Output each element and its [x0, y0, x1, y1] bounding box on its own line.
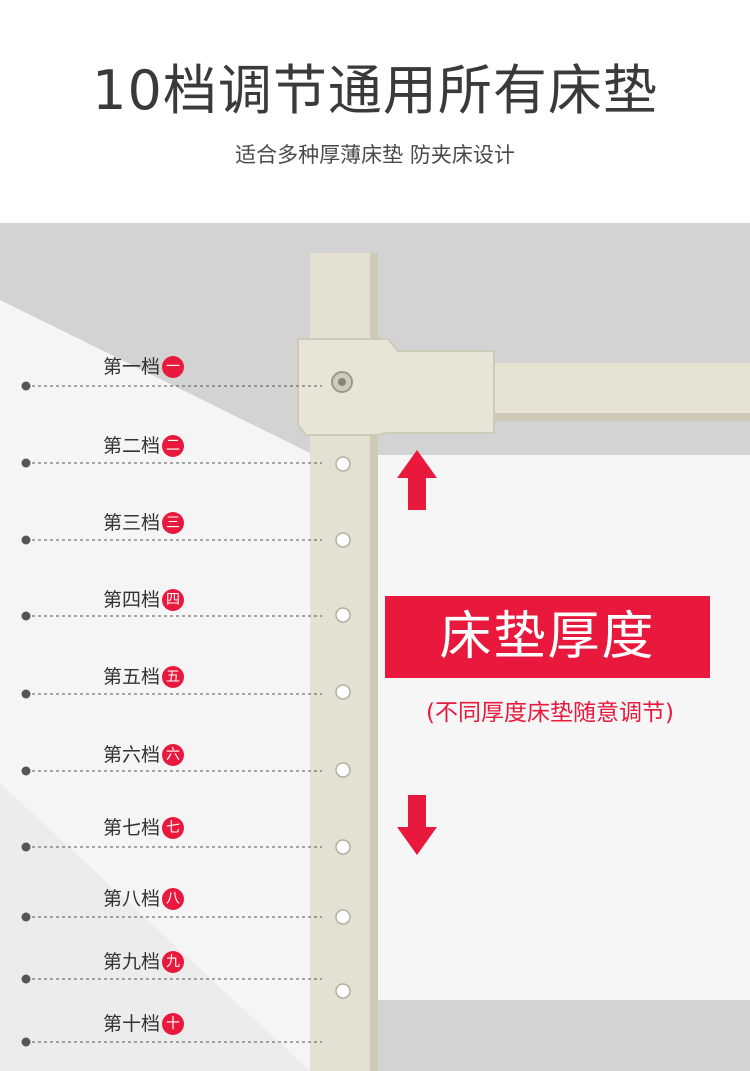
level-badge: 七 [162, 817, 185, 839]
level-text: 第一档 [103, 356, 161, 378]
pole-hole [335, 983, 351, 999]
level-badge: 五 [162, 666, 185, 688]
level-label-1: 第一档一 [103, 355, 185, 379]
pole-hole [335, 532, 351, 548]
level-dot [21, 689, 31, 699]
pole-holes [335, 456, 351, 999]
level-badge: 四 [162, 589, 185, 611]
level-text: 第四档 [103, 589, 161, 611]
connector-joint [297, 338, 495, 436]
level-dot [21, 458, 31, 468]
level-text: 第十档 [103, 1013, 161, 1035]
level-text: 第六档 [103, 744, 161, 766]
level-dots [21, 381, 31, 1047]
pole-hole [335, 909, 351, 925]
vertical-pole-shadow [370, 253, 378, 1071]
horizontal-rail-shadow [490, 413, 750, 421]
level-text: 第七档 [103, 817, 161, 839]
background-floor-shade [0, 783, 310, 1071]
level-text: 第九档 [103, 951, 161, 973]
level-badge: 九 [162, 951, 185, 973]
level-label-7: 第七档七 [103, 816, 185, 840]
level-text: 第二档 [103, 435, 161, 457]
level-lines [26, 385, 322, 1043]
level-dot [21, 535, 31, 545]
level-dot [21, 381, 31, 391]
pole-hole [335, 684, 351, 700]
level-dot [21, 766, 31, 776]
level-badge: 二 [162, 435, 185, 457]
background-mattress-area [378, 455, 750, 1000]
horizontal-rail [490, 363, 750, 421]
level-text: 第三档 [103, 512, 161, 534]
level-dot [21, 842, 31, 852]
mattress-thickness-subtext: (不同厚度床垫随意调节) [426, 700, 674, 726]
level-label-10: 第十档十 [103, 1012, 185, 1036]
level-badge: 十 [162, 1013, 185, 1035]
arrow-down-icon [397, 795, 437, 855]
arrow-up-icon [397, 450, 437, 510]
level-badge: 六 [162, 744, 185, 766]
product-illustration: 第一档一 第二档二 第三档三 第四档四 第五档五 第六档六 第七档七 第八档八 … [0, 223, 750, 1071]
level-label-3: 第三档三 [103, 511, 185, 535]
level-label-5: 第五档五 [103, 665, 185, 689]
level-dot [21, 912, 31, 922]
pole-hole [335, 607, 351, 623]
level-label-6: 第六档六 [103, 743, 185, 767]
level-label-2: 第二档二 [103, 434, 185, 458]
page-subtitle: 适合多种厚薄床垫 防夹床设计 [235, 143, 515, 167]
level-dot [21, 974, 31, 984]
pole-hole [335, 762, 351, 778]
level-text: 第八档 [103, 888, 161, 910]
page-title: 10档调节通用所有床垫 [92, 59, 658, 122]
level-label-9: 第九档九 [103, 950, 185, 974]
mattress-thickness-callout: 床垫厚度 [385, 596, 710, 678]
level-text: 第五档 [103, 666, 161, 688]
level-badge: 三 [162, 512, 185, 534]
pole-hole [335, 839, 351, 855]
level-badge: 一 [162, 356, 185, 378]
level-label-4: 第四档四 [103, 588, 185, 612]
level-badge: 八 [162, 888, 185, 910]
level-label-8: 第八档八 [103, 887, 185, 911]
pole-hole [335, 456, 351, 472]
level-dot [21, 1037, 31, 1047]
header: 10档调节通用所有床垫 适合多种厚薄床垫 防夹床设计 [0, 0, 750, 223]
level-dot [21, 611, 31, 621]
connector-screw-center [338, 378, 346, 386]
